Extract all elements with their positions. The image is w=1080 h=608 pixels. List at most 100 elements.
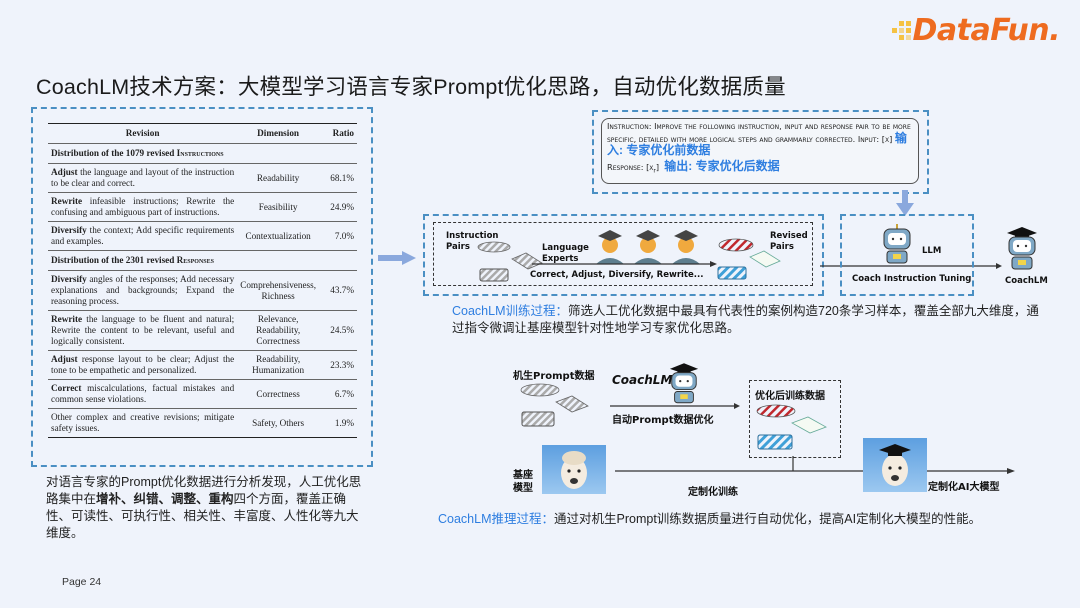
flow-arrow-icon — [532, 261, 717, 267]
revision-verb: Correct — [51, 383, 82, 393]
revision-verb: Adjust — [51, 354, 78, 364]
datafun-logo: DataFun. — [891, 12, 1061, 48]
table-row: Correct miscalculations, factual mistake… — [48, 379, 357, 409]
analysis-summary: 对语言专家的Prompt优化数据进行分析发现，人工优化思路集中在增补、纠错、调整… — [46, 474, 366, 542]
response-text: Response: [x — [607, 161, 654, 172]
dimension-cell: Feasibility — [237, 192, 319, 222]
revision-actions: Correct, Adjust, Diversify, Rewrite... — [530, 270, 704, 280]
training-text: 筛选人工优化数据中最具有代表性的案例构造720条学习样本，覆盖全部九大维度，通过… — [452, 304, 1039, 335]
slide-title: CoachLM技术方案：大模型学习语言专家Prompt优化思路，自动优化数据质量 — [36, 75, 786, 99]
ratio-cell: 24.5% — [319, 310, 357, 351]
base-model-label: 基座模型 — [513, 470, 533, 494]
revision-text: Other complex and creative revisions; mi… — [51, 412, 235, 433]
dimension-cell: Contextualization — [237, 221, 319, 251]
revision-cell: Rewrite the language to be fluent and na… — [48, 310, 238, 351]
inference-description: CoachLM推理过程：通过对机生Prompt训练数据质量进行自动优化，提高AI… — [438, 508, 1058, 527]
revision-text: infeasible instructions; Rewrite the con… — [51, 196, 235, 217]
revision-text: angles of the responses; Add necessary e… — [51, 274, 235, 306]
table-row: Diversify the context; Add specific requ… — [48, 221, 357, 251]
inference-label: CoachLM推理过程： — [438, 512, 554, 526]
section-prefix: Distribution of the 2301 revised — [51, 255, 177, 265]
revision-verb: Diversify — [51, 274, 87, 284]
data-pairs-icon — [477, 241, 543, 282]
machine-data-label: 机生Prompt数据 — [513, 371, 595, 382]
col-dimension: Dimension — [237, 123, 319, 144]
experts-icon — [596, 230, 700, 264]
section-responses: Distribution of the 2301 revised Respons… — [48, 250, 357, 271]
coach-tuning-label: Coach Instruction Tuning — [852, 274, 972, 285]
ratio-cell: 43.7% — [319, 270, 357, 311]
coachlm-robot-icon — [1007, 227, 1037, 270]
ratio-cell: 7.0% — [319, 221, 357, 251]
instruction-text: Instruction: Improve the following instr… — [607, 121, 911, 144]
revised-pairs-icon — [717, 238, 781, 280]
revision-cell: Rewrite infeasible instructions; Rewrite… — [48, 192, 238, 222]
alpaca-icon — [561, 451, 587, 489]
optimized-data-label: 优化后训练数据 — [755, 391, 825, 402]
revision-text: miscalculations, factual mistakes and co… — [51, 383, 235, 404]
revision-text: the language to be fluent and natural; R… — [51, 314, 235, 346]
llm-robot-icon — [883, 224, 911, 264]
custom-model-label: 定制化AI大模型 — [928, 482, 1000, 493]
revision-verb: Rewrite — [51, 314, 83, 324]
revision-text: the context; Add specific requirements a… — [51, 225, 235, 246]
coach-tuning-panel: LLM Coach Instruction Tuning — [840, 214, 974, 296]
section-keyword: Responses — [176, 255, 214, 265]
table-row: Rewrite the language to be fluent and na… — [48, 310, 357, 351]
section-keyword: Instructions — [176, 148, 224, 158]
ratio-cell: 1.9% — [319, 408, 357, 438]
revised-pairs-label: Revised Pairs — [770, 231, 808, 252]
dimension-cell: Correctness — [237, 379, 319, 409]
ratio-cell: 6.7% — [319, 379, 357, 409]
table-row: Adjust the language and layout of the in… — [48, 163, 357, 193]
auto-opt-arrow-icon — [610, 403, 740, 409]
col-revision: Revision — [48, 123, 238, 144]
instruction-pairs-label: Instruction Pairs — [446, 231, 499, 252]
ratio-cell: 23.3% — [319, 350, 357, 380]
output-label: 输出: 专家优化后数据 — [664, 158, 780, 173]
llm-label: LLM — [922, 246, 942, 256]
custom-model-image — [863, 438, 927, 492]
ratio-cell: 24.9% — [319, 192, 357, 222]
revision-verb: Rewrite — [51, 196, 83, 206]
machine-data-icon — [520, 383, 589, 427]
tuning-arrow-icon — [820, 263, 1002, 269]
optimized-data-icon — [756, 404, 827, 450]
table-row: Rewrite infeasible instructions; Rewrite… — [48, 192, 357, 222]
summary-text-2: 四个方面，覆盖正确性、可读性、可执行性、相关性、丰富度、人性化等九大维度。 — [46, 492, 359, 540]
input-label: 输入: 专家优化前数据 — [607, 130, 907, 157]
table-row: Adjust response layout to be clear; Adju… — [48, 350, 357, 380]
dimension-cell: Comprehensiveness, Richness — [237, 270, 319, 311]
custom-training-arrow-icon — [615, 456, 1015, 474]
revision-cell: Adjust the language and layout of the in… — [48, 163, 238, 193]
coachlm-label: CoachLM — [1005, 276, 1048, 286]
graduate-alpaca-icon — [879, 444, 911, 486]
revision-text: the language and layout of the instructi… — [51, 167, 235, 188]
auto-opt-label: 自动Prompt数据优化 — [612, 415, 714, 426]
table-row: Diversify angles of the responses; Add n… — [48, 270, 357, 311]
ratio-cell: 68.1% — [319, 163, 357, 193]
revision-cell: Other complex and creative revisions; mi… — [48, 408, 238, 438]
section-instructions: Distribution of the 1079 revised Instruc… — [48, 143, 357, 164]
optimized-data-box: 优化后训练数据 — [749, 380, 841, 458]
section-prefix: Distribution of the 1079 revised — [51, 148, 177, 158]
training-description: CoachLM训练过程：筛选人工优化数据中最具有代表性的案例构造720条学习样本… — [452, 303, 1042, 337]
revision-cell: Adjust response layout to be clear; Adju… — [48, 350, 238, 380]
revision-cell: Correct miscalculations, factual mistake… — [48, 379, 238, 409]
revision-verb: Diversify — [51, 225, 87, 235]
dimension-cell: Safety, Others — [237, 408, 319, 438]
summary-text-1: 对语言专家的Prompt优化数据进行分析发现，人工优化思路集中在 — [46, 475, 362, 506]
instruction-template: Instruction: Improve the following instr… — [601, 118, 919, 184]
logo-text: DataFun. — [912, 12, 1061, 48]
revision-text: response layout to be clear; Adjust the … — [51, 354, 235, 375]
col-ratio: Ratio — [319, 123, 357, 144]
coachlm-infer-robot-icon — [669, 363, 699, 404]
summary-bold: 增补、纠错、调整、重构 — [96, 492, 234, 506]
coachlm-infer-label: CoachLM — [612, 373, 673, 387]
revision-cell: Diversify angles of the responses; Add n… — [48, 270, 238, 311]
revision-cell: Diversify the context; Add specific requ… — [48, 221, 238, 251]
language-experts-label: Language Experts — [542, 243, 589, 264]
inference-text: 通过对机生Prompt训练数据质量进行自动优化，提高AI定制化大模型的性能。 — [554, 512, 982, 526]
custom-training-label: 定制化训练 — [688, 487, 738, 498]
expert-revision-panel: Instruction Pairs Language Experts Corre… — [423, 214, 824, 296]
